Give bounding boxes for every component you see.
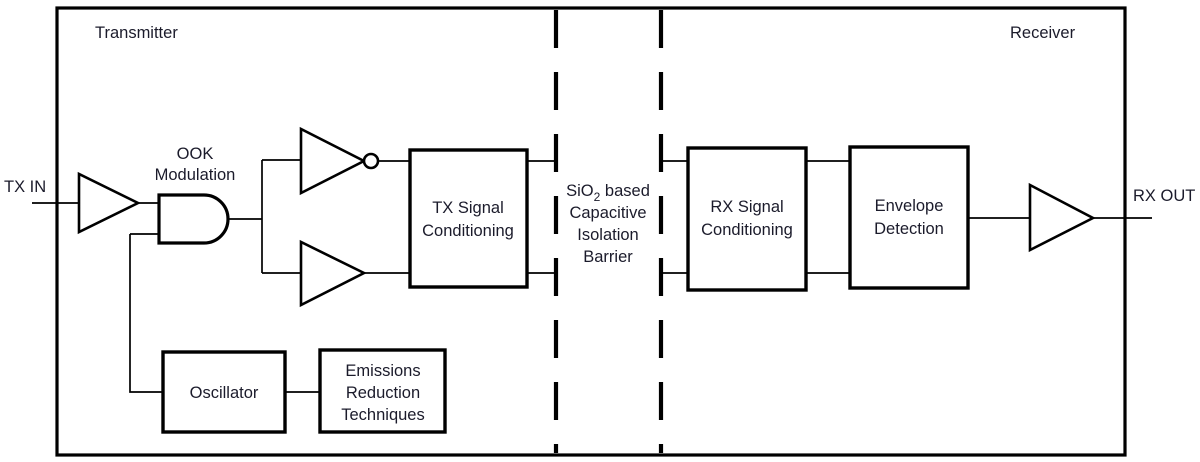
block-label-envelope-detection-line2: Detection <box>874 220 944 238</box>
port-label-rx-out: RX OUT <box>1133 187 1195 205</box>
block-envelope-detection[interactable] <box>848 145 970 290</box>
isolation-barrier-label-line3: Isolation <box>577 226 638 244</box>
block-label-envelope-detection-line1: Envelope <box>875 197 944 215</box>
isolation-barrier-sio-suffix: based <box>600 182 650 200</box>
section-label-receiver: Receiver <box>1010 24 1076 42</box>
block-label-emissions-reduction-line2: Reduction <box>346 384 420 402</box>
isolation-barrier-label-line1: SiO2 based <box>566 182 650 204</box>
block-tx-signal-conditioning[interactable] <box>408 148 529 289</box>
output-buffer-icon <box>1028 182 1096 253</box>
isolation-barrier-sio-prefix: SiO <box>566 182 594 200</box>
section-label-transmitter: Transmitter <box>95 24 178 42</box>
inverter-bubble-icon <box>362 152 380 170</box>
tx-inverter-icon <box>299 126 367 196</box>
ook-and-gate-icon <box>157 193 230 245</box>
ook-modulation-label-line2: Modulation <box>155 166 236 184</box>
block-oscillator[interactable] <box>161 350 287 434</box>
block-rx-signal-conditioning[interactable] <box>686 146 808 292</box>
block-label-emissions-reduction-line1: Emissions <box>345 362 420 380</box>
isolation-barrier-label-line2: Capacitive <box>569 204 646 222</box>
isolation-barrier-sio-subscript: 2 <box>594 190 601 204</box>
block-label-tx-signal-conditioning-line1: TX Signal <box>432 199 504 217</box>
block-label-rx-signal-conditioning-line2: Conditioning <box>701 221 793 239</box>
isolation-barrier-label-line4: Barrier <box>583 248 633 266</box>
ook-modulation-label-line1: OOK <box>177 145 214 163</box>
block-label-emissions-reduction-line3: Techniques <box>341 406 424 424</box>
block-emissions-reduction[interactable] <box>318 348 447 434</box>
block-label-rx-signal-conditioning-line1: RX Signal <box>710 198 783 216</box>
input-buffer-icon <box>77 171 141 235</box>
port-label-tx-in: TX IN <box>4 178 46 196</box>
block-label-tx-signal-conditioning-line2: Conditioning <box>422 222 514 240</box>
tx-buffer-icon <box>299 239 367 308</box>
wire-and-to-oscillator-path <box>129 234 163 393</box>
block-label-oscillator: Oscillator <box>190 384 259 402</box>
outer-frame <box>55 6 1127 457</box>
